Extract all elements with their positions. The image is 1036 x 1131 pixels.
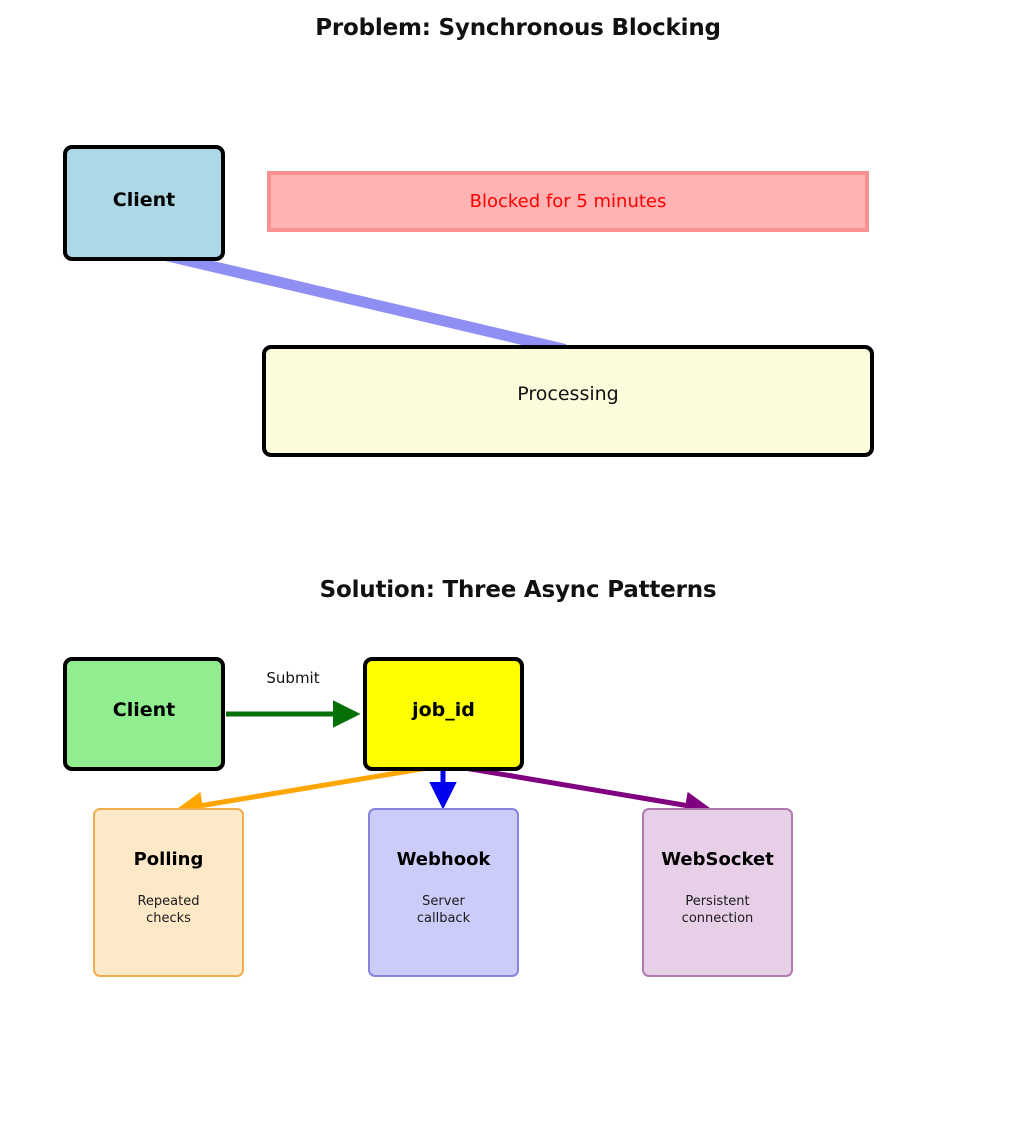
node-websocket[interactable]: WebSocket Persistent connection (642, 808, 793, 977)
node-jobid[interactable]: job_id (363, 657, 524, 771)
edge-jobid-to-websocket (446, 762, 713, 819)
node-processing[interactable]: Processing (262, 345, 874, 457)
node-webhook-label: Webhook (396, 849, 491, 870)
node-webhook[interactable]: Webhook Server callback (368, 808, 519, 977)
solution-section-title: Solution: Three Async Patterns (319, 577, 717, 603)
edge-jobid-to-polling (175, 762, 446, 819)
node-websocket-subtitle-line1: Persistent (685, 894, 750, 909)
node-polling[interactable]: Polling Repeated checks (93, 808, 244, 977)
node-websocket-subtitle: Persistent connection (682, 893, 754, 927)
edge-label-submit: Submit (266, 669, 320, 687)
edge-client-to-processing (141, 245, 569, 355)
node-websocket-label: WebSocket (661, 849, 774, 870)
node-polling-subtitle-line1: Repeated (137, 894, 200, 909)
node-polling-subtitle-line2: checks (146, 911, 191, 926)
problem-section-title: Problem: Synchronous Blocking (315, 15, 721, 41)
node-webhook-subtitle-line2: callback (416, 911, 471, 926)
node-polling-label: Polling (133, 849, 204, 870)
node-client-async[interactable]: Client (63, 657, 225, 771)
node-client-sync-label: Client (112, 189, 176, 211)
node-client-async-label: Client (112, 699, 176, 721)
node-client-sync[interactable]: Client (63, 145, 225, 261)
node-blocked-banner: Blocked for 5 minutes (267, 171, 869, 232)
node-jobid-label: job_id (412, 699, 475, 721)
node-polling-subtitle: Repeated checks (137, 893, 199, 927)
node-processing-label: Processing (517, 383, 619, 405)
node-webhook-subtitle: Server callback (417, 893, 470, 927)
node-webhook-subtitle-line1: Server (422, 894, 465, 909)
node-blocked-label: Blocked for 5 minutes (469, 191, 667, 212)
node-websocket-subtitle-line2: connection (681, 911, 754, 926)
